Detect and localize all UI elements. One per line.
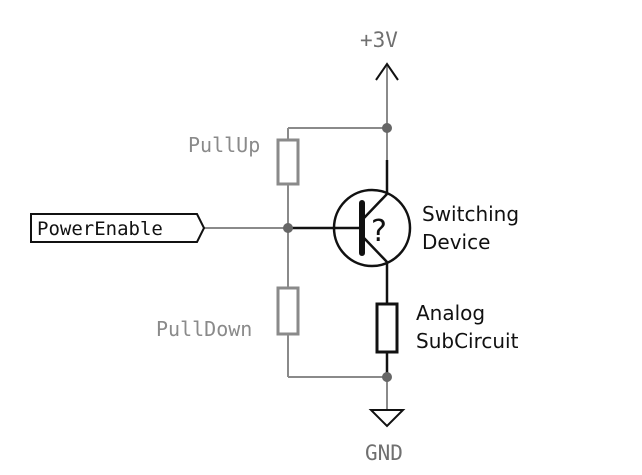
input-port-label: PowerEnable — [37, 218, 163, 240]
junction-node-top — [382, 123, 392, 133]
ground-label: GND — [365, 441, 403, 465]
junction-node-mid — [283, 223, 293, 233]
input-port-outline — [30, 213, 206, 243]
load-resistor — [375, 302, 399, 354]
pulldown-label: PullDown — [156, 317, 252, 341]
switch-label-line2: Device — [422, 230, 490, 254]
transistor-collector-leg — [363, 193, 388, 219]
switch-label-line1: Switching — [422, 202, 519, 226]
junction-node-bottom — [382, 372, 392, 382]
power-rail-label: +3V — [360, 28, 398, 52]
ground-symbol-icon — [368, 409, 406, 428]
switch-symbol: ? — [371, 214, 387, 249]
load-label-line1: Analog — [416, 301, 485, 325]
pullup-resistor — [276, 138, 300, 186]
pullup-label: PullUp — [188, 133, 260, 157]
load-label-line2: SubCircuit — [416, 329, 519, 353]
transistor-circle — [332, 188, 412, 268]
power-arrow-icon — [375, 62, 399, 81]
pulldown-resistor — [276, 286, 300, 336]
transistor-emitter-leg — [363, 237, 388, 263]
